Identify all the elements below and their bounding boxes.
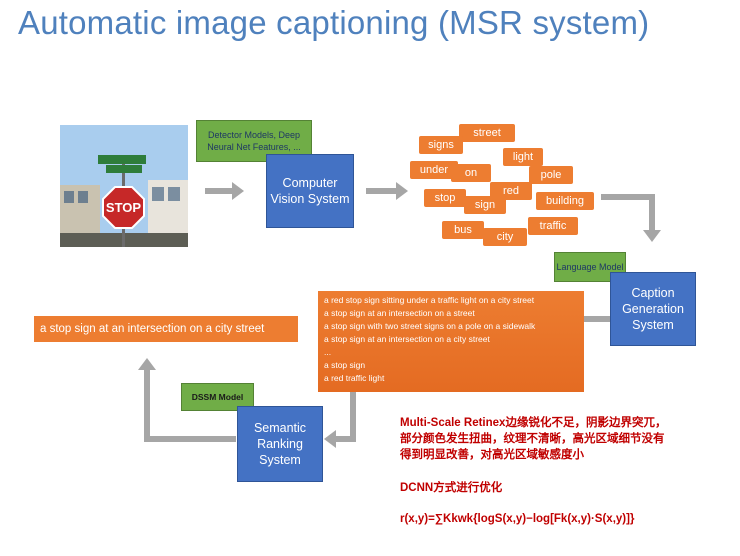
note-line: Multi-Scale Retinex边缘锐化不足，阴影边界突兀， <box>400 417 667 429</box>
arrow-cv-to-words <box>366 188 396 194</box>
word-tag: street <box>459 124 515 142</box>
language-model-box: Language Model <box>554 252 626 282</box>
arrow-caption-to-list <box>584 316 610 322</box>
candidate-caption: a red traffic light <box>324 373 385 383</box>
candidate-caption: a stop sign <box>324 360 366 370</box>
candidate-caption: a stop sign at an intersection on a stre… <box>324 308 475 318</box>
computer-vision-system-box: Computer Vision System <box>266 154 354 228</box>
candidate-captions-box: a red stop sign sitting under a traffic … <box>318 291 584 392</box>
word-tag: on <box>451 164 491 182</box>
word-tag: red <box>490 182 532 200</box>
stop-sign-photo: STOP <box>60 125 188 247</box>
semantic-ranking-system-box: Semantic Ranking System <box>237 406 323 482</box>
word-tag: building <box>536 192 594 210</box>
page-title: Automatic image captioning (MSR system) <box>18 4 650 41</box>
candidate-caption: a stop sign with two street signs on a p… <box>324 321 536 331</box>
candidate-caption: a stop sign at an intersection on a city… <box>324 334 490 344</box>
word-tag: city <box>483 228 527 246</box>
arrow-words-to-caption <box>601 194 655 200</box>
candidate-caption: a red stop sign sitting under a traffic … <box>324 295 535 305</box>
final-caption-box: a stop sign at an intersection on a city… <box>34 316 298 342</box>
note-line: 部分颜色发生扭曲，纹理不清晰，高光区域细节没有 <box>400 433 665 445</box>
word-tag: bus <box>442 221 484 239</box>
word-tag: under <box>410 161 458 179</box>
dssm-model-box: DSSM Model <box>181 383 254 411</box>
word-tag: sign <box>464 196 506 214</box>
candidate-caption: ... <box>324 347 332 357</box>
note-line: 得到明显改善，对高光区域敏感度小 <box>400 449 584 461</box>
word-tag: pole <box>529 166 573 184</box>
arrow-list-to-ranking <box>350 392 356 438</box>
word-tag: signs <box>419 136 463 154</box>
word-tag: light <box>503 148 543 166</box>
arrow-ranking-to-final <box>144 436 236 442</box>
formula-line: r(x,y)=∑Kkwk{logS(x,y)−log[Fk(x,y)·S(x,y… <box>400 513 635 525</box>
word-tag: stop <box>424 189 466 207</box>
note-line: DCNN方式进行优化 <box>400 482 503 494</box>
caption-generation-system-box: Caption Generation System <box>610 272 696 346</box>
arrow-photo-to-cv <box>205 188 232 194</box>
input-photo: STOP <box>60 125 188 247</box>
stop-sign-text: STOP <box>106 200 141 215</box>
word-tag: traffic <box>528 217 578 235</box>
